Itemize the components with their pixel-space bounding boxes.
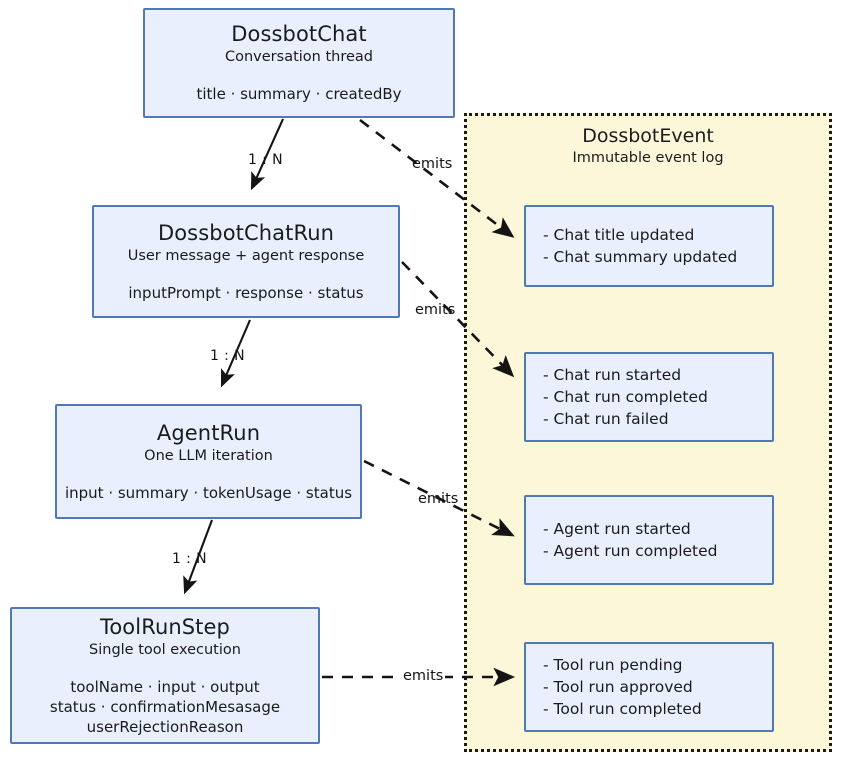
entity-subtitle: Single tool execution — [89, 641, 241, 658]
entity-field-line: input · summary · tokenUsage · status — [64, 483, 353, 502]
event-line: - Chat run failed — [543, 410, 669, 428]
edge-label-emits-4: emits — [401, 668, 446, 685]
entity-dossbot-chat[interactable]: DossbotChat Conversation thread title · … — [143, 8, 455, 118]
event-line: - Chat run started — [543, 366, 682, 384]
event-line: - Tool run approved — [543, 678, 693, 696]
entity-dossbot-chat-run[interactable]: DossbotChatRun User message + agent resp… — [92, 205, 400, 318]
edge-label-emits-1: emits — [412, 156, 453, 172]
event-box-chat-run-events[interactable]: - Chat run started - Chat run completed … — [524, 352, 774, 442]
dossbot-event-group-subtitle: Immutable event log — [572, 150, 724, 166]
edge-label-cardinality-3: 1 : N — [172, 551, 207, 567]
event-line: - Agent run started — [543, 520, 691, 538]
edge-label-cardinality-1: 1 : N — [248, 152, 283, 168]
entity-field-line: inputPrompt · response · status — [128, 283, 364, 302]
entity-title: AgentRun — [156, 420, 261, 445]
event-line: - Tool run pending — [543, 656, 683, 674]
event-line: - Agent run completed — [543, 542, 718, 560]
entity-subtitle: One LLM iteration — [144, 447, 273, 464]
entity-field-line: title · summary · createdBy — [196, 85, 402, 103]
event-box-agent-run-events[interactable]: - Agent run started - Agent run complete… — [524, 495, 774, 585]
edge-label-emits-3: emits — [418, 491, 459, 507]
entity-tool-run-step[interactable]: ToolRunStep Single tool execution toolNa… — [10, 607, 320, 744]
entity-subtitle: User message + agent response — [127, 247, 365, 264]
entity-field-line: userRejectionReason — [86, 717, 244, 736]
entity-fields: title · summary · createdBy — [196, 84, 401, 104]
entity-fields: toolName · input · output status · confi… — [50, 677, 280, 737]
event-box-tool-run-events[interactable]: - Tool run pending - Tool run approved -… — [524, 642, 774, 732]
dossbot-event-group-title: DossbotEvent — [582, 125, 714, 147]
event-line: - Chat run completed — [543, 388, 708, 406]
entity-fields: input · summary · tokenUsage · status — [65, 483, 352, 503]
event-line: - Chat title updated — [543, 226, 695, 244]
entity-subtitle: Conversation thread — [224, 49, 373, 65]
event-box-chat-events[interactable]: - Chat title updated - Chat summary upda… — [524, 205, 774, 287]
entity-title: DossbotChatRun — [157, 220, 335, 245]
edge-label-cardinality-2: 1 : N — [210, 348, 245, 364]
entity-fields: inputPrompt · response · status — [128, 283, 363, 303]
entity-title: DossbotChat — [231, 22, 367, 46]
entity-agent-run[interactable]: AgentRun One LLM iteration input · summa… — [55, 404, 362, 519]
edge-label-emits-2: emits — [415, 302, 456, 318]
event-line: - Chat summary updated — [543, 248, 738, 266]
entity-field-line: status · confirmationMesasage — [49, 697, 281, 716]
entity-title: ToolRunStep — [100, 614, 230, 639]
entity-field-line: toolName · input · output — [70, 677, 260, 696]
event-line: - Tool run completed — [543, 700, 702, 718]
